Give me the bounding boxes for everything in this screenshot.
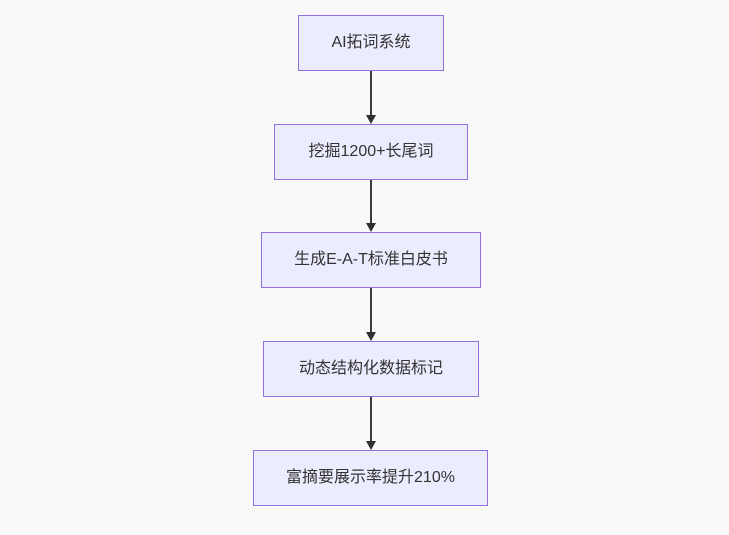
arrow-head-icon (366, 332, 376, 341)
arrow-head-icon (366, 115, 376, 124)
flow-node-longtail-mining: 挖掘1200+长尾词 (274, 124, 468, 180)
node-label: 富摘要展示率提升210% (286, 469, 455, 486)
node-label: 挖掘1200+长尾词 (308, 143, 434, 160)
flow-arrow-4 (365, 397, 377, 450)
arrow-head-icon (366, 223, 376, 232)
node-label: 动态结构化数据标记 (298, 360, 443, 377)
flow-node-ai-keyword-system: AI拓词系统 (298, 15, 444, 71)
arrow-head-icon (366, 441, 376, 450)
flow-node-eat-whitepaper: 生成E-A-T标准白皮书 (261, 232, 481, 288)
arrow-line (370, 71, 372, 116)
flow-arrow-1 (365, 71, 377, 124)
flow-arrow-3 (365, 288, 377, 341)
arrow-line (370, 180, 372, 224)
arrow-line (370, 397, 372, 442)
arrow-line (370, 288, 372, 333)
flow-arrow-2 (365, 180, 377, 232)
node-label: 生成E-A-T标准白皮书 (294, 251, 448, 268)
node-label: AI拓词系统 (331, 34, 411, 51)
flow-node-rich-snippet-rate: 富摘要展示率提升210% (253, 450, 488, 506)
flow-node-structured-data-markup: 动态结构化数据标记 (263, 341, 479, 397)
